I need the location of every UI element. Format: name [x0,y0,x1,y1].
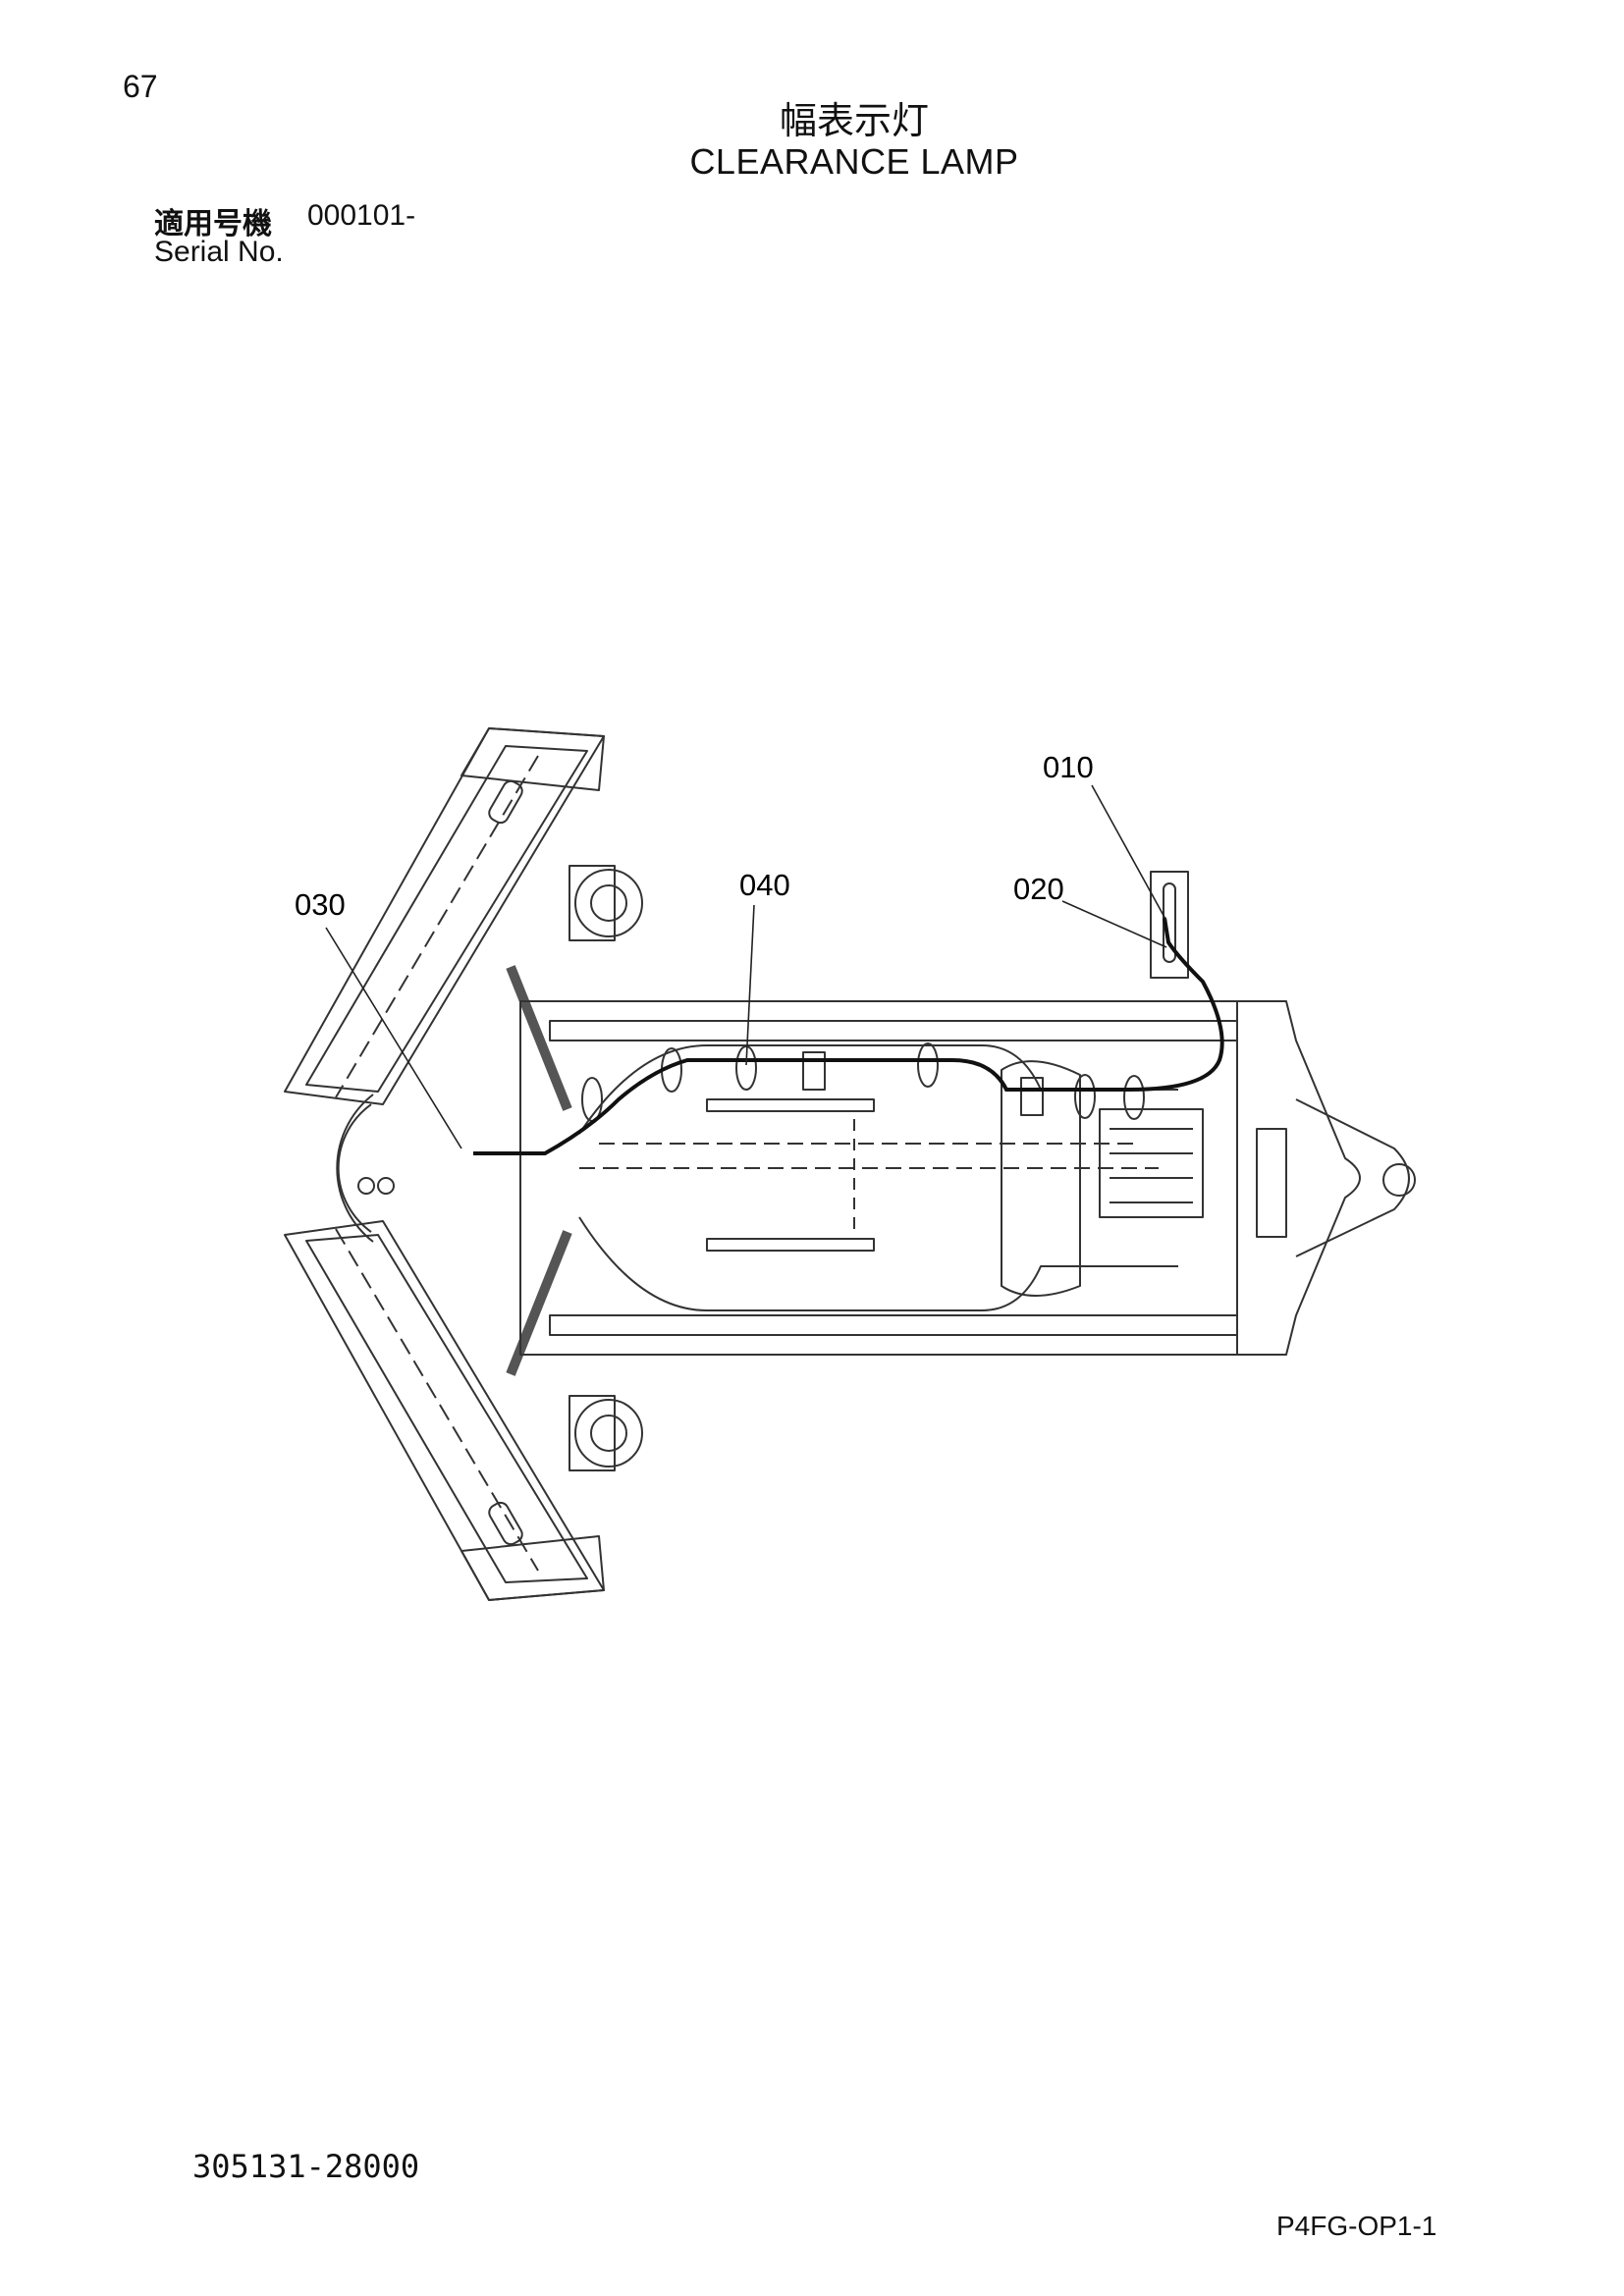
page-code: P4FG-OP1-1 [1276,2211,1437,2241]
counterweight [1236,1000,1416,1356]
pivot-hub [336,1094,395,1243]
page-number: 67 [123,69,158,104]
callout-040: 040 [739,868,790,902]
serial-value: 000101- [307,199,416,232]
upper-wheel [568,865,643,941]
hose-bundle [578,1044,1178,1311]
leader-line-010 [1091,784,1167,922]
leader-line-020 [1061,900,1167,948]
title-english: CLEARANCE LAMP [689,141,1019,182]
chassis-frame [519,1000,1238,1356]
leader-line-030 [325,927,462,1149]
callout-030: 030 [295,887,346,922]
serial-label-english: Serial No. [154,236,284,268]
title-japanese: 幅表示灯 [779,99,929,142]
lower-wheel [568,1395,643,1471]
lower-arm [284,1220,605,1601]
hose-clamps [581,1042,1145,1122]
leader-line-040 [745,904,755,1066]
lamp-harness [473,917,1224,1155]
drawing-number: 305131-28000 [192,2148,420,2185]
callout-020: 020 [1013,872,1064,906]
serial-label-japanese: 適用号機 [154,207,272,241]
callout-010: 010 [1043,750,1094,784]
